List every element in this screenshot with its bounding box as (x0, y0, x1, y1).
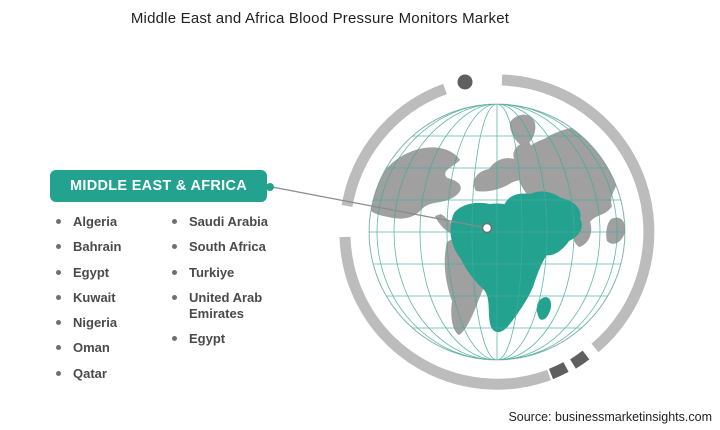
country-name: Kuwait (73, 289, 116, 305)
ring-accent-dashes (548, 350, 590, 380)
north-america (369, 147, 461, 219)
asia (516, 126, 625, 247)
bullet-icon (56, 219, 61, 224)
country-name: Nigeria (73, 315, 118, 330)
country-column-1: Algeria Bahrain Egypt Kuwait Nigeria Oma… (52, 214, 168, 391)
list-item: United Arab Emirates (168, 290, 296, 323)
bullet-icon (56, 345, 61, 351)
bullet-icon (172, 269, 177, 275)
country-name: Egypt (189, 331, 226, 347)
country-name: Qatar (73, 365, 107, 381)
bullet-icon (56, 269, 61, 275)
scandinavia (509, 114, 536, 147)
list-item: South Africa (168, 239, 296, 255)
list-item: Egypt (52, 265, 168, 281)
bullet-icon (56, 320, 61, 325)
list-item: Kuwait (52, 290, 168, 306)
africa (450, 202, 556, 333)
leader-line (271, 186, 488, 229)
ring-accent-dot (457, 74, 473, 90)
bullet-icon (56, 244, 61, 250)
source-credit: Source: businessmarketinsights.com (508, 410, 712, 424)
list-item: Qatar (52, 366, 168, 382)
globe-graticule (369, 104, 625, 360)
bullet-icon (172, 219, 177, 224)
bullet-icon (56, 294, 61, 300)
madagascar (536, 297, 552, 320)
country-name: Turkiye (189, 264, 235, 280)
list-item: Nigeria (52, 315, 168, 331)
leader-marker-dot (481, 222, 493, 234)
highlight-middle-east-africa (450, 191, 582, 333)
list-item: Saudi Arabia (168, 214, 296, 230)
country-list: Algeria Bahrain Egypt Kuwait Nigeria Oma… (52, 214, 296, 391)
region-label-pill: MIDDLE EAST & AFRICA (50, 170, 268, 202)
list-item: Egypt (168, 331, 296, 347)
southeast-asia (606, 217, 625, 244)
bullet-icon (56, 370, 61, 376)
country-name: Oman (73, 340, 110, 356)
list-item: Bahrain (52, 239, 168, 255)
list-item: Algeria (52, 214, 168, 230)
list-item: Turkiye (168, 265, 296, 281)
country-name: Algeria (73, 214, 118, 229)
country-column-2: Saudi Arabia South Africa Turkiye United… (168, 214, 296, 391)
region-label: MIDDLE EAST & AFRICA (70, 178, 248, 194)
bullet-icon (172, 294, 177, 300)
country-name: United Arab Emirates (189, 289, 263, 321)
country-name: Bahrain (73, 239, 122, 255)
country-name: South Africa (189, 239, 266, 255)
bullet-icon (172, 244, 177, 250)
page-title: Middle East and Africa Blood Pressure Mo… (130, 10, 510, 27)
bullet-icon (172, 336, 177, 342)
pill-connector-dot (266, 183, 274, 191)
orbit-ring (339, 74, 655, 390)
country-name: Egypt (73, 264, 110, 280)
country-name: Saudi Arabia (189, 214, 268, 229)
list-item: Oman (52, 340, 168, 356)
